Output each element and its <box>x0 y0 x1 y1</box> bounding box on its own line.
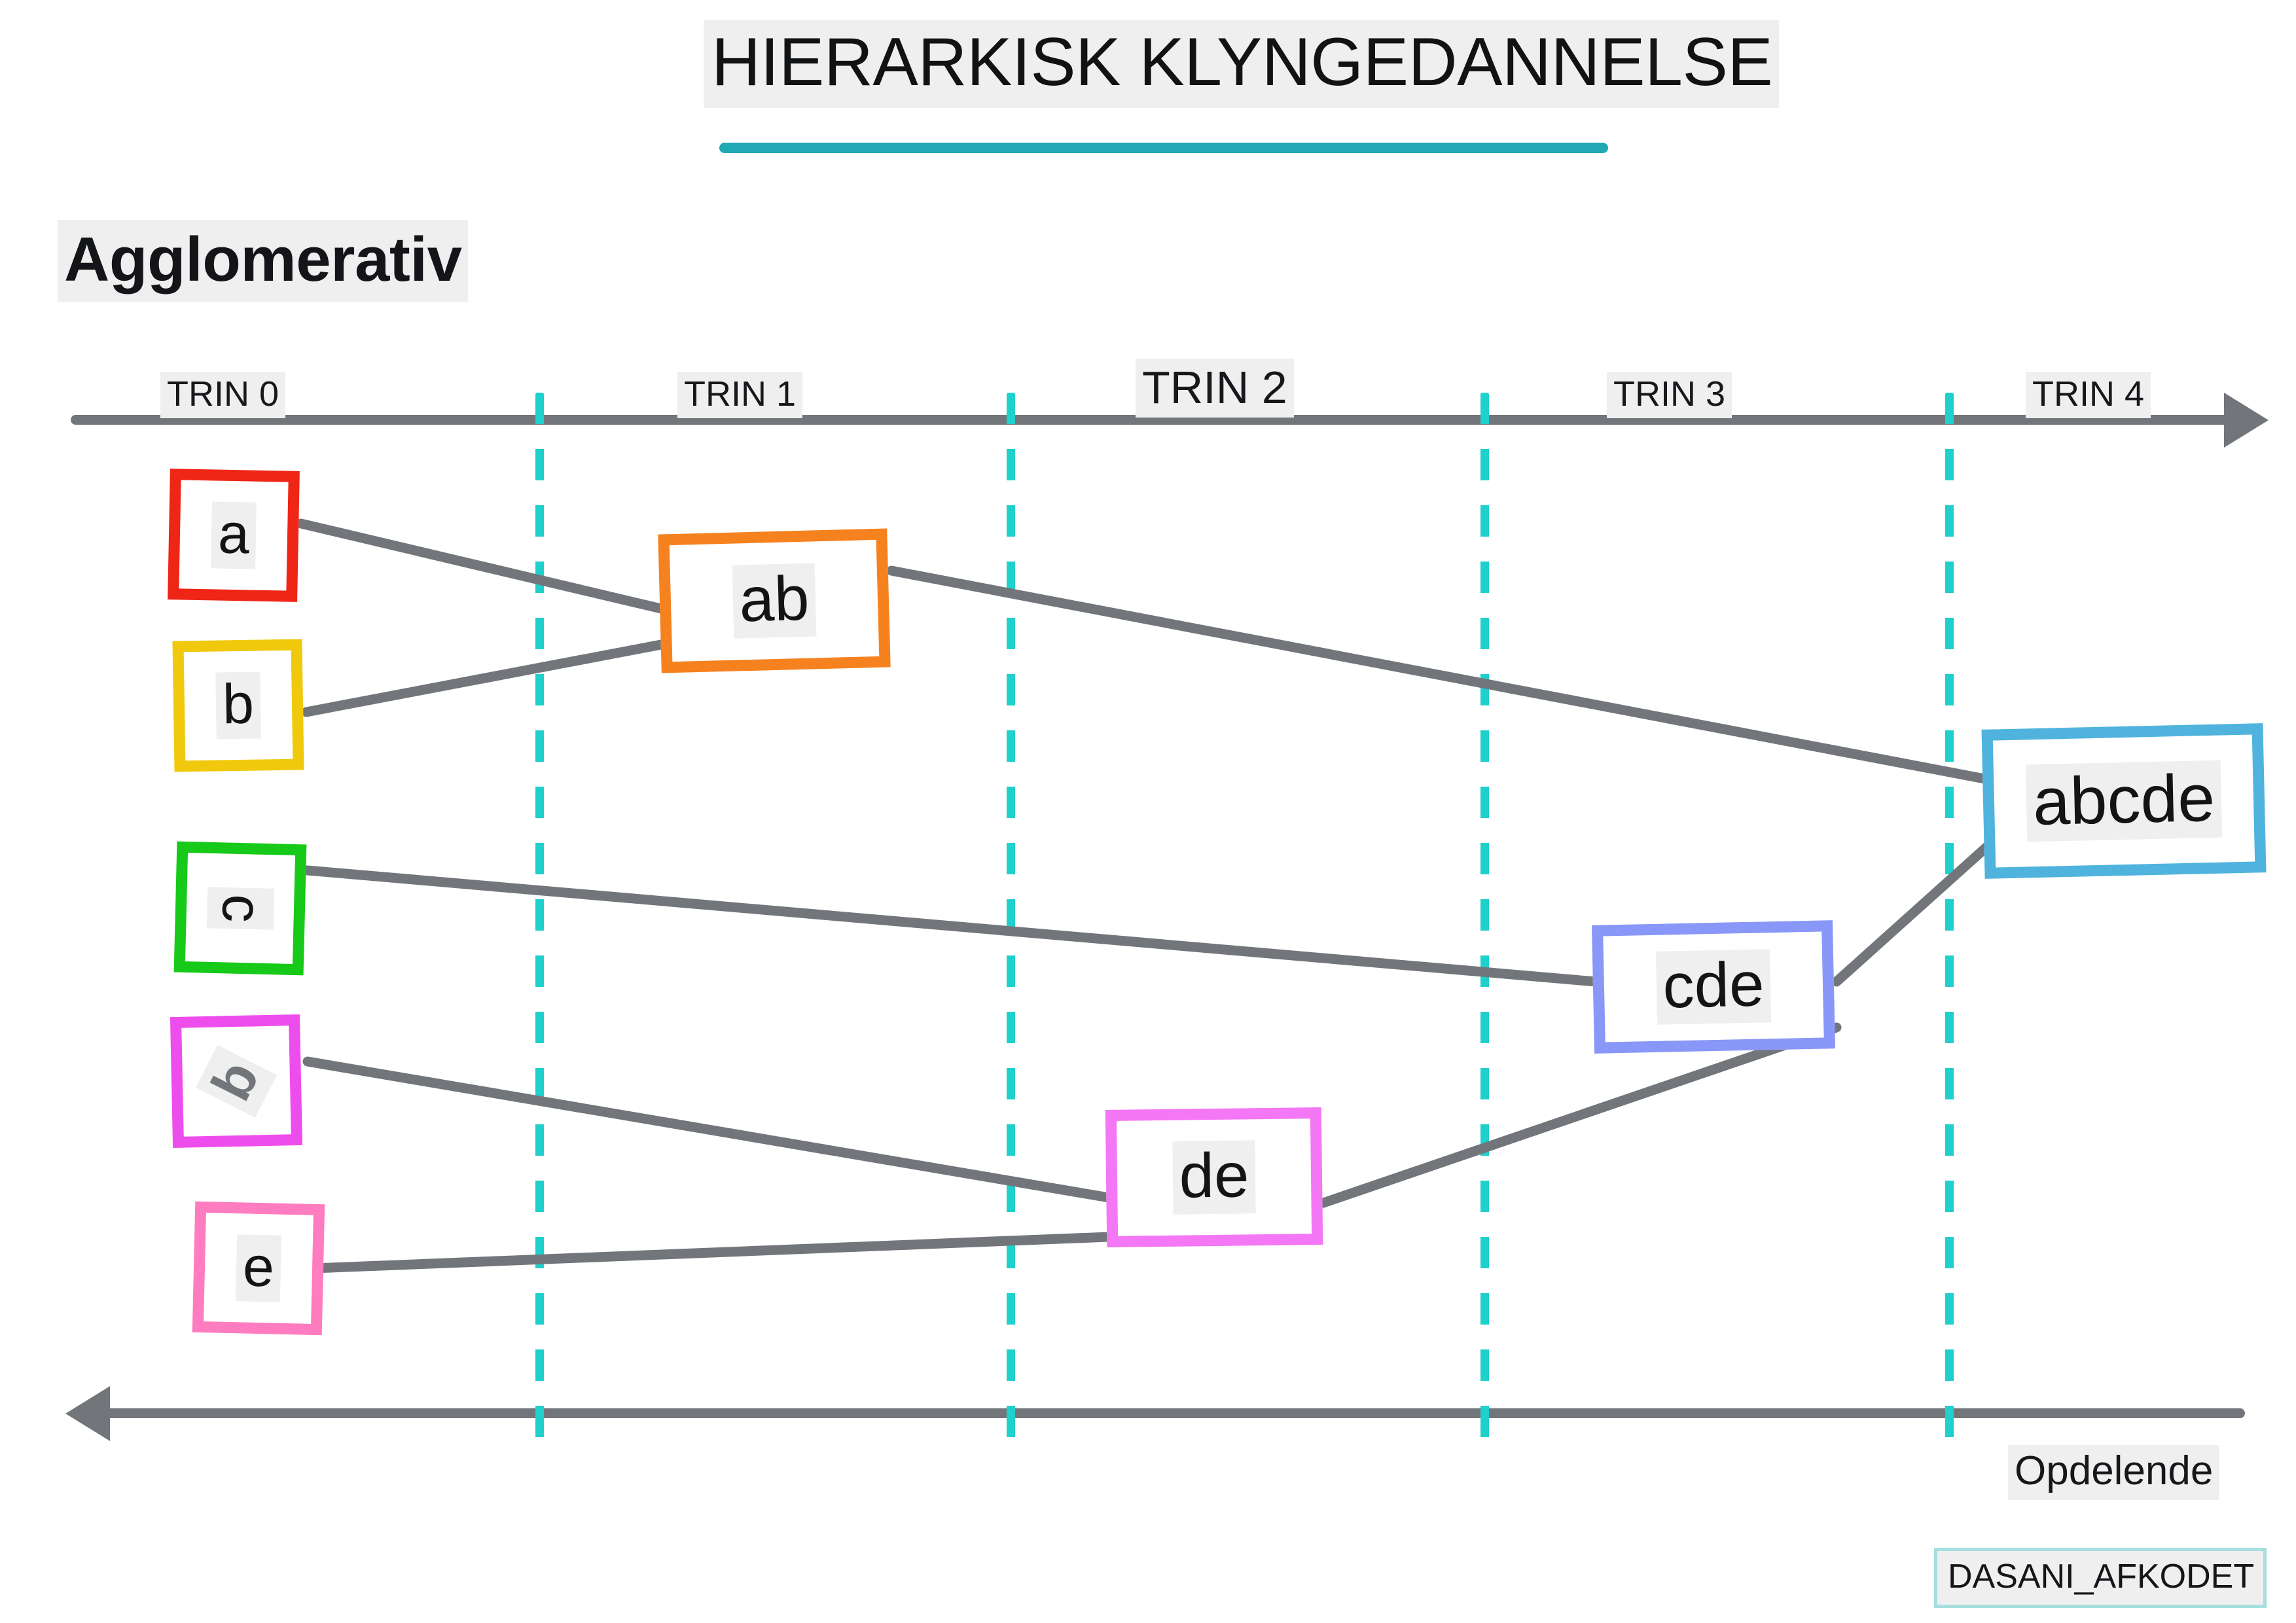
bottom-axis-arrow-left-icon <box>65 1386 110 1441</box>
node-ab[interactable]: ab <box>658 528 891 673</box>
node-e[interactable]: e <box>192 1201 325 1336</box>
title-block: HIERARKISK KLYNGEDANNELSE <box>704 20 1780 153</box>
node-d[interactable]: d <box>170 1014 303 1149</box>
step-label-trin-2: TRIN 2 <box>1136 359 1294 418</box>
node-de-label: de <box>1172 1140 1257 1215</box>
step-label-trin-0: TRIN 0 <box>160 372 286 418</box>
page-title: HIERARKISK KLYNGEDANNELSE <box>704 20 1780 108</box>
watermark-box: DASANI_AFKODET <box>1934 1548 2267 1609</box>
node-cde[interactable]: cde <box>1591 920 1836 1054</box>
connector-a-ab <box>296 518 666 614</box>
connector-cde-abcde <box>1831 839 1995 987</box>
title-underline <box>719 143 1608 153</box>
node-ab-label: ab <box>732 563 817 639</box>
step-label-trin-4: TRIN 4 <box>2026 372 2151 418</box>
node-e-label: e <box>235 1234 282 1302</box>
step-divider-4 <box>1945 393 1954 1440</box>
bottom-axis-line <box>79 1408 2245 1418</box>
connector-b-ab <box>301 639 666 717</box>
node-d-label: d <box>196 1044 277 1118</box>
connector-e-de <box>309 1232 1114 1274</box>
divisive-direction-label: Opdelende <box>2008 1445 2220 1500</box>
node-c[interactable]: c <box>173 841 307 976</box>
step-label-trin-1: TRIN 1 <box>677 372 803 418</box>
node-cde-label: cde <box>1655 949 1772 1025</box>
node-abcde[interactable]: abcde <box>1981 723 2267 879</box>
step-label-trin-3: TRIN 3 <box>1607 372 1732 418</box>
step-divider-1 <box>535 393 544 1440</box>
node-a-label: a <box>211 501 257 569</box>
connector-ab-abcde <box>886 565 1990 784</box>
node-abcde-label: abcde <box>2025 760 2223 842</box>
step-divider-3 <box>1480 393 1489 1440</box>
agglomerative-direction-label: Agglomerativ <box>58 220 469 302</box>
node-b-label: b <box>215 671 261 740</box>
top-axis-arrow-right-icon <box>2224 393 2269 448</box>
watermark-label: DASANI_AFKODET <box>1948 1558 2255 1596</box>
node-a[interactable]: a <box>168 469 300 602</box>
node-de[interactable]: de <box>1105 1107 1323 1248</box>
node-b[interactable]: b <box>172 639 304 772</box>
step-divider-2 <box>1007 393 1015 1440</box>
connector-de-cde <box>1318 1022 1842 1208</box>
node-c-label: c <box>206 887 274 930</box>
connector-d-de <box>302 1056 1114 1203</box>
connector-c-cde <box>302 865 1601 987</box>
